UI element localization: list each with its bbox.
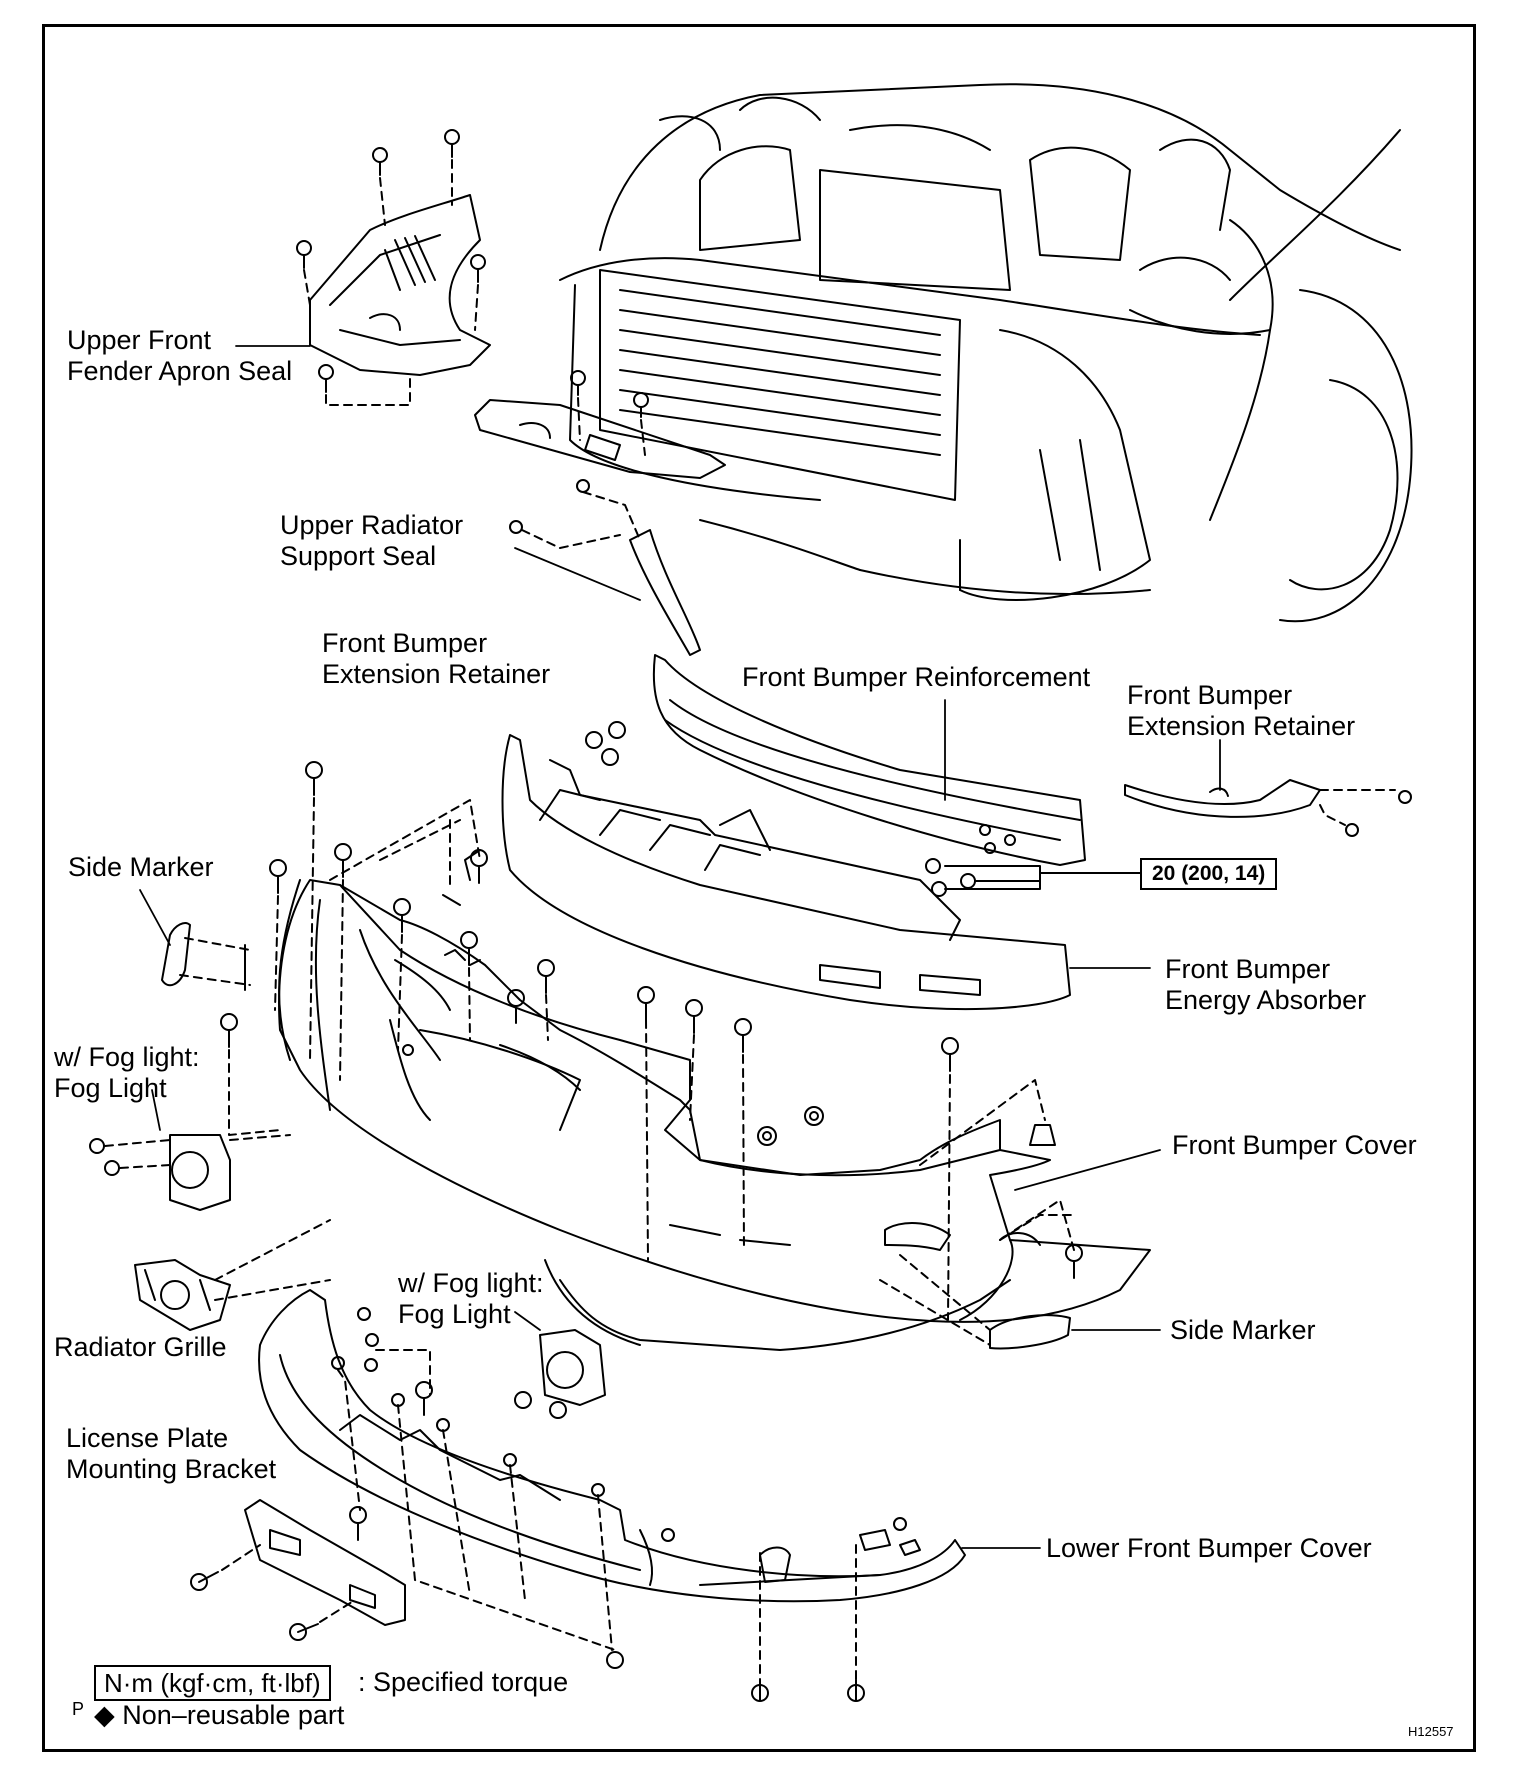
reinforcement-nuts [585,721,1141,897]
label-side-marker-left: Side Marker [68,852,214,882]
label-upper-front-fender-apron-seal: Upper Front Fender Apron Seal [67,325,293,386]
diamond-icon: ◆ [94,1700,115,1730]
radiator-grille [134,1219,331,1331]
front-bumper-energy-absorber [501,734,1071,1011]
side-marker-right [879,1254,1071,1350]
legend-non-reusable: ◆ Non–reusable part [94,1700,345,1730]
label-front-bumper-cover: Front Bumper Cover [1172,1130,1417,1160]
label-front-bumper-extension-retainer-left: Front Bumper Extension Retainer [322,628,551,689]
torque-spec-box: 20 (200, 14) [1140,858,1278,890]
diagram-frame [42,24,1476,1752]
front-bumper-extension-retainer-right [1124,779,1412,837]
vehicle-front-body [559,83,1413,623]
label-side-marker-right: Side Marker [1170,1315,1316,1345]
upper-radiator-support-seal [474,370,726,479]
label-upper-radiator-support-seal: Upper Radiator Support Seal [280,510,464,571]
leader-lines [139,345,1221,1549]
front-bumper-extension-retainer-left [509,479,701,656]
label-fog-light-left: w/ Fog light: Fog Light [54,1042,200,1103]
bumper-cover-screws [220,761,1083,1702]
label-front-bumper-energy-absorber: Front Bumper Energy Absorber [1165,954,1367,1015]
side-marker-left [161,922,251,991]
label-fog-light-center: w/ Fog light: Fog Light [398,1268,544,1329]
license-plate-mounting-bracket [190,1499,406,1641]
label-radiator-grille: Radiator Grille [54,1332,227,1362]
front-bumper-cover [278,879,1151,1351]
front-bumper-reinforcement [652,654,1086,866]
label-license-plate-mounting-bracket: License Plate Mounting Bracket [66,1423,277,1484]
upper-front-fender-apron-seal [296,129,491,406]
legend-prefix: P [72,1699,85,1719]
lower-front-bumper-cover [258,1289,966,1681]
label-lower-front-bumper-cover: Lower Front Bumper Cover [1046,1533,1372,1563]
fog-light-left [89,1134,291,1211]
figure-id: H12557 [1408,1724,1454,1739]
legend-unit-description: : Specified torque [358,1667,569,1697]
label-front-bumper-extension-retainer-right: Front Bumper Extension Retainer [1127,680,1356,741]
fog-light-center [514,1329,606,1419]
legend-unit-box: N·m (kgf·cm, ft·lbf) [94,1665,331,1701]
label-front-bumper-reinforcement: Front Bumper Reinforcement [742,662,1091,692]
